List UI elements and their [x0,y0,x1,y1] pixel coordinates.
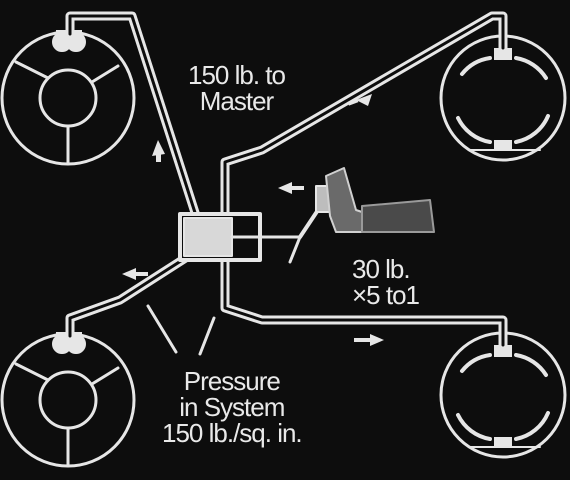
master-force-label-line-1: 150 lb. to [188,60,286,90]
brake-lines [65,11,508,350]
arrow-icon [354,334,384,346]
rear-left-disc-brake-icon [0,332,136,468]
rear-right-drum-brake-icon [439,331,567,459]
flow-arrows [122,94,384,346]
arrow-icon [122,268,148,280]
system-pressure-label-line-2: in System [179,392,285,422]
arrow-icon [152,140,165,162]
front-left-disc-brake-icon [0,30,136,166]
brake-pedal-foot-icon [288,167,435,264]
system-pressure-label-line-1: Pressure [183,366,281,396]
pedal-force-label-line-1: 30 lb. [352,254,411,284]
master-cylinder-icon [178,212,302,262]
system-pressure-label: Pressure in System 150 lb./sq. in. [162,366,303,448]
system-pressure-label-line-3: 150 lb./sq. in. [162,418,303,448]
pedal-force-label: 30 lb. ×5 to1 [352,254,420,310]
pressure-leader-lines [146,304,216,356]
arrow-icon [347,94,372,106]
master-force-label-line-2: Master [199,86,274,116]
master-force-label: 150 lb. to Master [188,60,286,116]
pedal-force-label-line-2: ×5 to1 [352,280,420,310]
front-right-drum-brake-icon [439,34,567,162]
arrow-icon [278,182,304,194]
